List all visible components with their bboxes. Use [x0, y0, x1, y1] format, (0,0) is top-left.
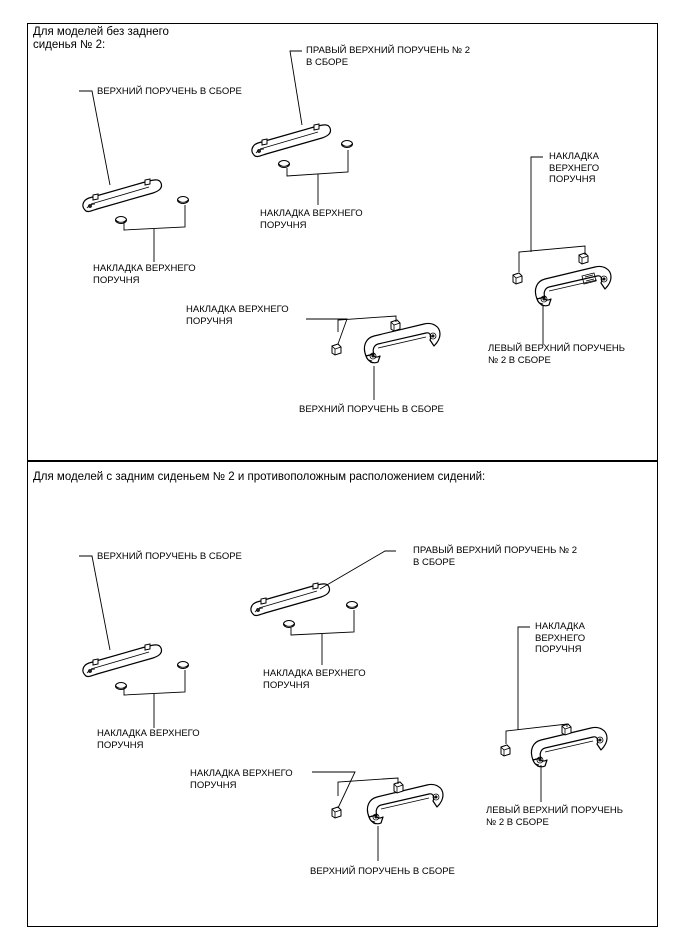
label-grip-cover-center-2: НАКЛАДКА ВЕРХНЕГО ПОРУЧНЯ	[263, 668, 366, 691]
section-heading-bottom: Для моделей с задним сиденьем № 2 и прот…	[33, 471, 486, 483]
label-upper-grip-assembly-bottom-2: ВЕРХНИЙ ПОРУЧЕНЬ В СБОРЕ	[310, 866, 455, 877]
label-upper-grip-assembly-2: ВЕРХНИЙ ПОРУЧЕНЬ В СБОРЕ	[97, 551, 242, 562]
right-grip-no2-part	[251, 123, 353, 168]
left-grip-no2-part-2	[500, 723, 608, 768]
left-grip-no2-part	[512, 252, 612, 307]
upper-grip-assembly-bottom-part-2	[331, 781, 444, 825]
label-grip-cover-middle: НАКЛАДКА ВЕРХНЕГО ПОРУЧНЯ	[186, 304, 289, 327]
upper-grip-assembly-part	[82, 178, 189, 224]
section-heading-top: Для моделей без заднего сиденья № 2:	[33, 26, 169, 51]
right-grip-no2-part-2	[250, 582, 358, 628]
label-grip-cover-left-2: НАКЛАДКА ВЕРХНЕГО ПОРУЧНЯ	[97, 728, 200, 751]
section-no-rear-seat-no2	[27, 23, 658, 461]
label-grip-cover-right-2: НАКЛАДКА ВЕРХНЕГО ПОРУЧНЯ	[535, 621, 586, 655]
label-grip-cover-middle-2: НАКЛАДКА ВЕРХНЕГО ПОРУЧНЯ	[190, 768, 293, 791]
upper-grip-assembly-part-2	[82, 643, 189, 690]
label-grip-cover-right: НАКЛАДКА ВЕРХНЕГО ПОРУЧНЯ	[549, 151, 600, 185]
label-upper-grip-assembly: ВЕРХНИЙ ПОРУЧЕНЬ В СБОРЕ	[97, 86, 242, 97]
label-right-grip-no2-2: ПРАВЫЙ ВЕРХНИЙ ПОРУЧЕНЬ № 2 В СБОРЕ	[413, 545, 578, 568]
label-grip-cover-left: НАКЛАДКА ВЕРХНЕГО ПОРУЧНЯ	[93, 263, 196, 286]
label-right-grip-no2: ПРАВЫЙ ВЕРХНИЙ ПОРУЧЕНЬ № 2 В СБОРЕ	[306, 45, 471, 68]
label-left-grip-no2-2: ЛЕВЫЙ ВЕРХНИЙ ПОРУЧЕНЬ № 2 В СБОРЕ	[486, 805, 624, 828]
label-left-grip-no2: ЛЕВЫЙ ВЕРХНИЙ ПОРУЧЕНЬ № 2 В СБОРЕ	[488, 343, 626, 366]
label-upper-grip-assembly-bottom: ВЕРХНИЙ ПОРУЧЕНЬ В СБОРЕ	[299, 404, 444, 415]
section-rear-seat-no2-opposite	[27, 461, 658, 927]
label-grip-cover-center: НАКЛАДКА ВЕРХНЕГО ПОРУЧНЯ	[260, 208, 363, 231]
upper-grip-assembly-bottom-part	[331, 319, 441, 364]
